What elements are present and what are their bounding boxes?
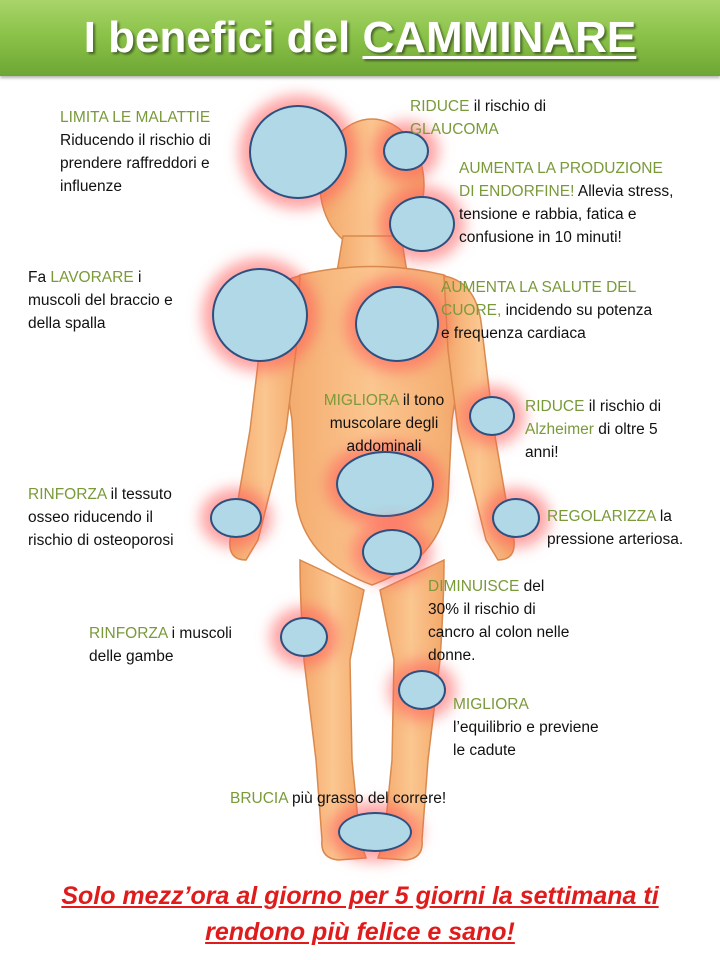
label-grasso-text: più grasso del correre! <box>287 790 447 807</box>
label-cuore-text: incidendo su potenza e frequenza cardiac… <box>441 302 653 342</box>
spot-elbow <box>469 396 515 436</box>
spot-feet <box>338 812 412 852</box>
label-glaucoma-heading: RIDUCE <box>410 98 470 115</box>
label-glaucoma-text: il rischio di <box>469 98 547 115</box>
label-endorfine: AUMENTA LA PRODUZIONE DI ENDORFINE! Alle… <box>459 157 673 249</box>
label-equilibrio-text: l’equilibrio e previene le cadute <box>453 719 599 759</box>
label-braccio-heading: LAVORARE <box>50 269 134 286</box>
label-colon: DIMINUISCE del 30% il rischio di cancro … <box>428 575 569 667</box>
label-gambe: RINFORZA i muscoli delle gambe <box>89 622 232 668</box>
spot-colon <box>362 529 422 575</box>
label-alzheimer-heading2: Alzheimer <box>525 421 594 438</box>
footer-message: Solo mezz’ora al giorno per 5 giorni la … <box>0 878 720 950</box>
label-pressione: REGOLARIZZA la pressione arteriosa. <box>547 505 683 551</box>
label-alzheimer-text: il rischio di <box>584 398 662 415</box>
label-osseo-text: il tessuto osseo riducendo il rischio di… <box>28 486 174 549</box>
label-colon-text: del 30% il rischio di cancro al colon ne… <box>428 578 570 664</box>
label-alzheimer-heading: RIDUCE <box>525 398 585 415</box>
label-braccio-text: i muscoli del braccio e della spalla <box>28 269 173 332</box>
label-cuore-heading: AUMENTA LA SALUTE DEL CUORE, <box>441 279 637 319</box>
page-title: I benefici del CAMMINARE <box>84 13 637 63</box>
label-malattie-text: Riducendo il rischio di prendere raffred… <box>60 132 211 195</box>
label-osseo: RINFORZA il tessuto osseo riducendo il r… <box>28 483 174 552</box>
label-cuore: AUMENTA LA SALUTE DEL CUORE, incidendo s… <box>441 276 652 345</box>
label-braccio-pre: Fa <box>28 269 51 286</box>
spot-thigh <box>280 617 328 657</box>
spot-head <box>249 105 347 199</box>
footer-line-2: rendono più felice e sano! <box>205 918 515 946</box>
label-equilibrio: MIGLIORA l’equilibrio e previene le cadu… <box>453 693 599 762</box>
label-alzheimer: RIDUCE il rischio di Alzheimer di oltre 5… <box>525 395 661 464</box>
spot-brain <box>389 196 455 252</box>
spot-knee <box>398 670 446 710</box>
label-glaucoma-heading2: GLAUCOMA <box>410 121 499 138</box>
spot-eye <box>383 131 429 171</box>
label-grasso-heading: BRUCIA <box>230 790 288 807</box>
label-pressione-text: la pressione arteriosa. <box>547 508 684 548</box>
label-gambe-text: i muscoli delle gambe <box>89 625 232 665</box>
label-glaucoma: RIDUCE il rischio di GLAUCOMA <box>410 95 546 141</box>
spot-right-hand <box>492 498 540 538</box>
label-addominali-text: il tono muscolare degli addominali <box>329 392 445 455</box>
label-equilibrio-heading: MIGLIORA <box>453 696 529 713</box>
title-banner: I benefici del CAMMINARE <box>0 0 720 76</box>
label-endorfine-heading: AUMENTA LA PRODUZIONE DI ENDORFINE! <box>459 160 663 200</box>
title-emphasis: CAMMINARE <box>362 13 637 62</box>
title-text: I benefici del <box>83 13 363 62</box>
label-endorfine-text: Allevia stress, tensione e rabbia, fatic… <box>459 183 674 246</box>
label-malattie: LIMITA LE MALATTIE Riducendo il rischio d… <box>60 106 211 198</box>
label-grasso: BRUCIA più grasso del correre! <box>230 787 446 810</box>
spot-heart <box>355 286 439 362</box>
spot-shoulder <box>212 268 308 362</box>
spot-left-hand <box>210 498 262 538</box>
label-addominali-heading: MIGLIORA <box>323 392 399 409</box>
label-gambe-heading: RINFORZA <box>89 625 168 642</box>
label-pressione-heading: REGOLARIZZA <box>547 508 656 525</box>
label-alzheimer-text2: di oltre 5 anni! <box>525 421 658 461</box>
label-osseo-heading: RINFORZA <box>28 486 107 503</box>
label-braccio: Fa LAVORARE i muscoli del braccio e dell… <box>28 266 173 335</box>
label-malattie-heading: LIMITA LE MALATTIE <box>60 109 211 126</box>
label-colon-heading: DIMINUISCE <box>428 578 520 595</box>
footer-line-1: Solo mezz’ora al giorno per 5 giorni la … <box>61 882 659 910</box>
label-addominali: MIGLIORA il tono muscolare degli addomin… <box>306 389 462 458</box>
spot-abdomen <box>336 451 434 517</box>
